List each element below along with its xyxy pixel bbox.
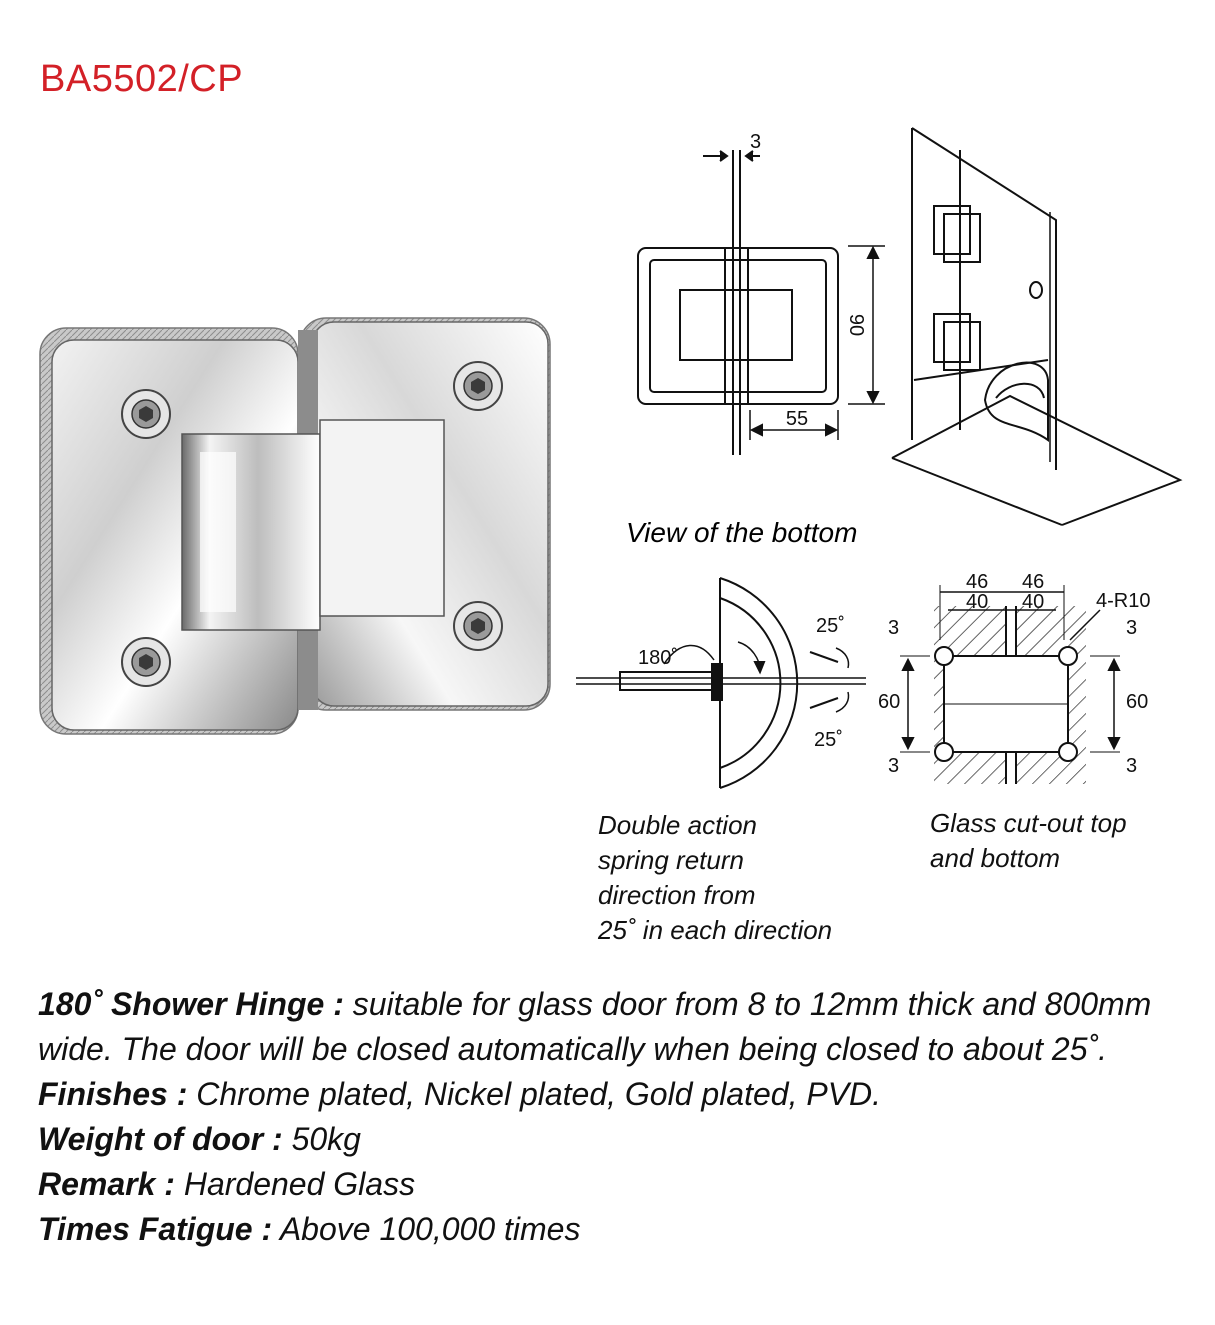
screw-icon bbox=[121, 389, 171, 439]
dim-3-top-left: 3 bbox=[888, 617, 899, 639]
swing-label-25-bottom: 25˚ bbox=[814, 729, 843, 751]
spec-finishes: Finishes : Chrome plated, Nickel plated,… bbox=[38, 1076, 882, 1112]
dim-3-top-right: 3 bbox=[1126, 617, 1137, 639]
dim-gap: 3 bbox=[750, 131, 761, 153]
bottom-view-drawing bbox=[637, 150, 885, 455]
dim-60-right: 60 bbox=[1126, 691, 1148, 713]
model-number: BA5502/CP bbox=[40, 58, 244, 100]
spec-fatigue: Times Fatigue : Above 100,000 times bbox=[38, 1211, 581, 1247]
dim-46-left: 46 bbox=[966, 571, 988, 593]
spec-weight: Weight of door : 50kg bbox=[38, 1121, 361, 1157]
screw-icon bbox=[121, 637, 171, 687]
cutout-drawing bbox=[900, 585, 1121, 784]
dim-40-right: 40 bbox=[1022, 591, 1044, 613]
shower-enclosure-drawing bbox=[891, 127, 1183, 526]
swing-caption: Double action spring return direction fr… bbox=[598, 810, 833, 945]
cutout-caption: Glass cut-out top and bottom bbox=[930, 808, 1127, 873]
dim-40-left: 40 bbox=[966, 591, 988, 613]
dim-height: 90 bbox=[845, 314, 867, 336]
screw-icon bbox=[453, 361, 503, 411]
bottom-view-caption: View of the bottom bbox=[626, 517, 857, 548]
spec-remark: Remark : Hardened Glass bbox=[38, 1166, 416, 1202]
swing-label-180: 180˚ bbox=[638, 647, 678, 669]
spec-description: 180˚ Shower Hinge : suitable for glass d… bbox=[38, 986, 1152, 1067]
dim-3-bottom-right: 3 bbox=[1126, 755, 1137, 777]
dim-radius: 4-R10 bbox=[1096, 590, 1150, 612]
hinge-photo bbox=[39, 317, 551, 735]
screw-icon bbox=[453, 601, 503, 651]
dim-width: 55 bbox=[786, 408, 808, 430]
specifications: 180˚ Shower Hinge : suitable for glass d… bbox=[38, 982, 1188, 1252]
dim-46-right: 46 bbox=[1022, 571, 1044, 593]
dim-3-bottom-left: 3 bbox=[888, 755, 899, 777]
swing-diagram bbox=[576, 577, 866, 789]
dim-60-left: 60 bbox=[878, 691, 900, 713]
swing-label-25-top: 25˚ bbox=[816, 615, 845, 637]
